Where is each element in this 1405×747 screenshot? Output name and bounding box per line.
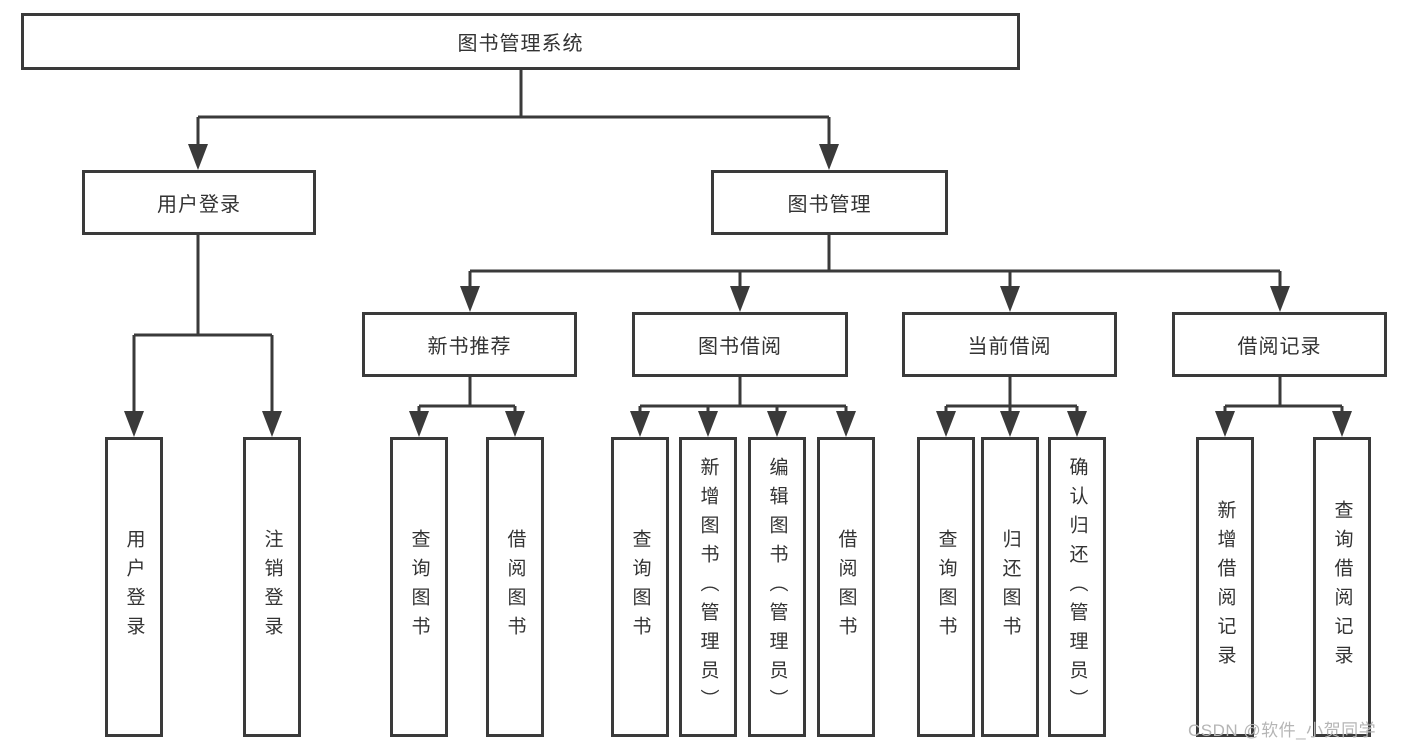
leaf-borrow-edit-book-admin: 编辑图书（管理员） [748,437,806,737]
leaf-user-login: 用户登录 [105,437,163,737]
node-book-management-label: 图书管理 [787,194,872,216]
node-book-borrow: 图书借阅 [632,312,848,377]
leaf-borrow-borrow-books-label: 借阅图书 [835,529,857,645]
node-borrow-records-label: 借阅记录 [1237,336,1322,358]
node-new-book-recommend: 新书推荐 [362,312,577,377]
leaf-borrow-edit-book-admin-label: 编辑图书（管理员） [766,456,788,718]
leaf-records-add-record: 新增借阅记录 [1196,437,1254,737]
leaf-newrec-query-books-label: 查询图书 [408,529,430,645]
leaf-borrow-borrow-books: 借阅图书 [817,437,875,737]
leaf-newrec-query-books: 查询图书 [390,437,448,737]
leaf-logout: 注销登录 [243,437,301,737]
leaf-logout-label: 注销登录 [261,529,283,645]
leaf-records-query-record-label: 查询借阅记录 [1331,500,1353,674]
node-current-borrow-label: 当前借阅 [967,336,1052,358]
leaf-user-login-label: 用户登录 [123,529,145,645]
node-root-system: 图书管理系统 [21,13,1020,70]
leaf-current-return-books-label: 归还图书 [999,529,1021,645]
leaf-borrow-add-book-admin-label: 新增图书（管理员） [697,456,719,718]
node-book-borrow-label: 图书借阅 [698,336,782,358]
leaf-current-query-books-label: 查询图书 [935,529,957,645]
leaf-borrow-query-books: 查询图书 [611,437,669,737]
node-root-system-label: 图书管理系统 [457,33,584,55]
leaf-newrec-borrow-books: 借阅图书 [486,437,544,737]
leaf-current-return-books: 归还图书 [981,437,1039,737]
leaf-current-confirm-return-admin: 确认归还（管理员） [1048,437,1106,737]
node-user-login: 用户登录 [82,170,316,235]
node-borrow-records: 借阅记录 [1172,312,1387,377]
node-new-book-recommend-label: 新书推荐 [427,336,512,358]
node-user-login-label: 用户登录 [157,194,241,216]
node-book-management: 图书管理 [711,170,948,235]
leaf-borrow-query-books-label: 查询图书 [629,529,651,645]
leaf-current-query-books: 查询图书 [917,437,975,737]
leaf-newrec-borrow-books-label: 借阅图书 [504,529,526,645]
leaf-current-confirm-return-admin-label: 确认归还（管理员） [1066,456,1088,718]
leaf-records-query-record: 查询借阅记录 [1313,437,1371,737]
node-current-borrow: 当前借阅 [902,312,1117,377]
leaf-borrow-add-book-admin: 新增图书（管理员） [679,437,737,737]
csdn-watermark: CSDN @软件_小贺同学 [1188,721,1377,740]
leaf-records-add-record-label: 新增借阅记录 [1214,500,1236,674]
